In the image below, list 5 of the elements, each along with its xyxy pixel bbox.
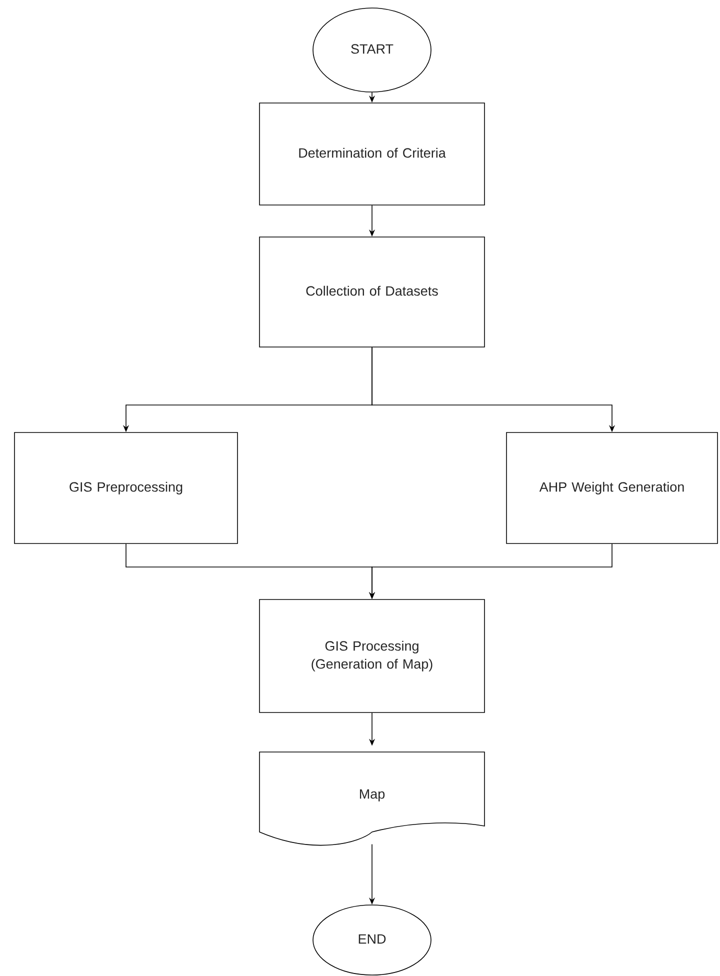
process-box: GIS Preprocessing [14, 432, 238, 544]
process-box: GIS Processing (Generation of Map) [259, 599, 485, 713]
process-box: Collection of Datasets [259, 236, 485, 348]
process-box: AHP Weight Generation [506, 432, 718, 544]
process-box: Determination of Criteria [259, 102, 485, 206]
